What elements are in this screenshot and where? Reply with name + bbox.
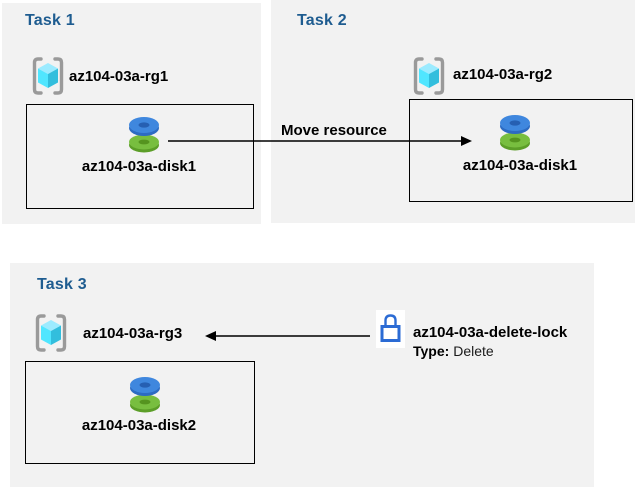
disk-label: az104-03a-disk1 <box>462 157 578 174</box>
task1-resource-box <box>26 104 254 209</box>
lock-type-label: Type: <box>413 343 450 359</box>
resource-group-icon <box>31 55 65 97</box>
task2-panel <box>271 0 635 223</box>
delete-lock-label: az104-03a-delete-lock <box>413 324 568 341</box>
task3-panel <box>10 263 594 487</box>
task3-title: Task 3 <box>37 276 87 293</box>
disk-icon <box>127 374 163 414</box>
disk-label: az104-03a-disk2 <box>81 417 197 434</box>
resource-group-icon <box>34 312 68 354</box>
resource-group-label: az104-03a-rg1 <box>69 68 169 85</box>
task1-title: Task 1 <box>25 12 75 29</box>
resource-group-label: az104-03a-rg2 <box>453 66 553 83</box>
resource-group-label: az104-03a-rg3 <box>83 325 183 342</box>
resource-group-icon <box>412 55 446 97</box>
disk-icon <box>497 112 533 152</box>
task2-resource-box <box>409 99 633 202</box>
task1-panel <box>2 3 261 224</box>
lock-type-text: Type: Delete <box>413 343 494 359</box>
move-resource-label: Move resource <box>281 122 387 139</box>
disk-label: az104-03a-disk1 <box>81 158 197 175</box>
task2-title: Task 2 <box>297 12 347 29</box>
task3-resource-box <box>25 361 255 464</box>
disk-icon <box>126 114 162 154</box>
lock-icon <box>376 310 405 348</box>
lock-type-value: Delete <box>453 343 494 359</box>
